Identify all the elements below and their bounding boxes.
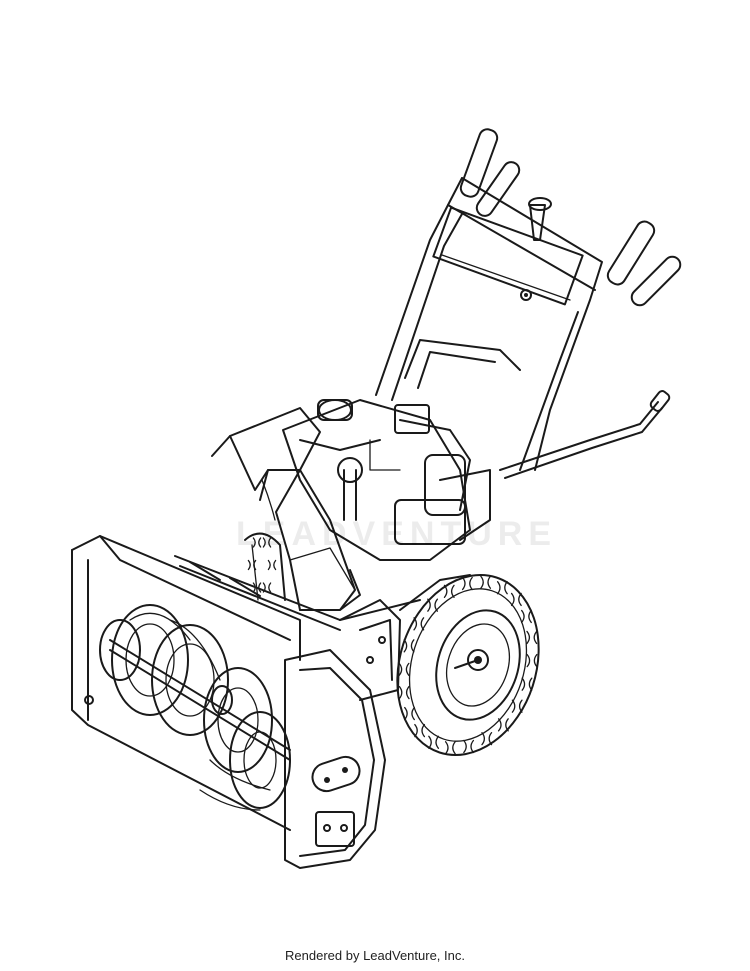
handle-grips bbox=[459, 128, 682, 307]
auger-housing bbox=[71, 535, 386, 869]
tread-lug bbox=[463, 739, 475, 754]
tread-lug bbox=[252, 537, 262, 548]
tread-lug bbox=[398, 662, 410, 677]
tread-lug bbox=[267, 559, 277, 571]
tread-lug bbox=[510, 592, 522, 607]
tread-lug bbox=[428, 735, 440, 749]
tread-lug bbox=[252, 582, 262, 593]
right-wheel bbox=[396, 574, 540, 756]
tread-lug bbox=[427, 598, 439, 612]
engine bbox=[282, 399, 491, 561]
tread-lug bbox=[262, 582, 272, 593]
tread-lug bbox=[521, 677, 533, 691]
tread-lug bbox=[262, 537, 272, 548]
tread-lug bbox=[526, 653, 538, 668]
tread-lug bbox=[398, 685, 410, 700]
tread-lug bbox=[403, 639, 415, 653]
tread-lug bbox=[511, 699, 523, 713]
tread-lug bbox=[443, 584, 455, 599]
footer-credit: Rendered by LeadVenture, Inc. bbox=[285, 948, 465, 963]
tread-lug bbox=[461, 576, 473, 591]
tread-lug bbox=[521, 609, 532, 624]
tread-lug bbox=[526, 630, 538, 645]
gearbox-frame bbox=[339, 574, 471, 701]
tread-lug bbox=[404, 706, 415, 721]
left-tire-tread bbox=[247, 537, 277, 593]
tread-lug bbox=[481, 731, 493, 746]
tread-lug bbox=[497, 718, 509, 732]
tread-lug bbox=[480, 575, 492, 589]
tread-lug bbox=[413, 617, 425, 631]
discharge-chute bbox=[211, 407, 361, 611]
tread-lug bbox=[444, 741, 456, 755]
tread-lug bbox=[496, 581, 508, 595]
augers bbox=[99, 604, 291, 811]
tire-tread bbox=[398, 575, 538, 755]
handle-frame bbox=[375, 177, 603, 471]
left-wheel bbox=[244, 532, 286, 601]
tread-lug bbox=[247, 559, 257, 571]
tread-lug bbox=[414, 723, 426, 738]
control-rod bbox=[174, 390, 671, 631]
